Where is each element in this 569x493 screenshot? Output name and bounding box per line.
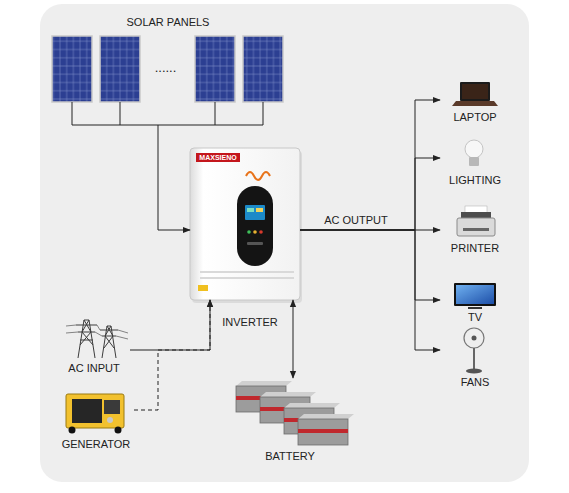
ellipsis-label: ......: [143, 61, 188, 74]
battery-case: [298, 419, 348, 445]
panel-bus: [72, 125, 263, 126]
indicator-led: [259, 230, 263, 234]
connector: [293, 300, 294, 378]
generator-wheel: [115, 427, 122, 434]
inverter-stripe: [200, 277, 294, 279]
fan-base: [466, 369, 482, 374]
edge-label: AC OUTPUT: [316, 214, 396, 227]
node-label: INVERTER: [192, 316, 308, 329]
solar-panel: [52, 36, 92, 102]
background-panel: [40, 4, 529, 482]
inverter-display-panel: [237, 186, 273, 266]
battery: BATTERY: [228, 378, 352, 464]
dashed-connector: [134, 300, 210, 410]
panel-wire: [263, 102, 264, 125]
fan-hub: [472, 336, 477, 341]
bulb-base: [469, 157, 479, 166]
printer-slot: [463, 228, 489, 231]
connector: [300, 100, 440, 230]
button-row: [247, 242, 263, 245]
tv-screen: [456, 285, 494, 304]
laptop-display: [462, 84, 488, 99]
lighting: LIGHTING: [440, 136, 510, 188]
laptop: LAPTOP: [440, 80, 510, 126]
generator-knob: [107, 417, 113, 423]
battery-top: [236, 381, 292, 386]
panel-wire: [120, 102, 121, 125]
inverter-logo-wave: [246, 172, 270, 180]
brand-label: MAXSIENO: [196, 153, 240, 162]
printer: PRINTER: [440, 203, 510, 257]
node-label: LAPTOP: [440, 111, 510, 124]
printer-body: [457, 218, 495, 236]
node-label: PRINTER: [440, 242, 510, 255]
tv: TV: [440, 280, 510, 325]
power-line: [66, 325, 128, 339]
generator-engine: [72, 399, 102, 423]
bulb-glass: [465, 140, 483, 158]
connector: [300, 230, 440, 300]
pylon: [100, 326, 118, 358]
screen-segment: [247, 208, 254, 212]
node-label: BATTERY: [228, 450, 352, 463]
generator-frame: [66, 394, 124, 428]
inverter-screen: [245, 205, 265, 220]
solar-panel: [100, 36, 140, 102]
indicator-led: [247, 230, 251, 234]
node-label: TV: [440, 311, 510, 324]
battery-stripe: [298, 429, 348, 433]
node-label: GENERATOR: [58, 438, 134, 451]
node-label: LIGHTING: [440, 174, 510, 187]
screen-segment: [256, 208, 263, 212]
node-label: AC INPUT: [58, 362, 130, 375]
node-label: FANS: [440, 376, 510, 389]
fan-pole: [473, 348, 475, 370]
connector: [300, 230, 440, 350]
printer-paper: [465, 206, 487, 213]
node-label: SOLAR PANELS: [48, 16, 288, 29]
pylon: [76, 320, 97, 358]
ac-input: AC INPUT: [58, 312, 130, 376]
inverter: MAXSIENOINVERTER: [190, 148, 300, 300]
tv-frame: [454, 283, 496, 306]
battery-top: [284, 403, 340, 408]
laptop-base: [452, 101, 498, 106]
generator-wheel: [69, 427, 76, 434]
fan-guard: [464, 328, 484, 348]
generator: GENERATOR: [58, 388, 134, 450]
battery-top: [260, 392, 316, 397]
generator-panel: [104, 400, 120, 414]
connector: [130, 300, 210, 350]
tv-stand: [468, 307, 482, 309]
panel-wire: [215, 102, 216, 125]
battery-top: [298, 414, 354, 419]
panel-wire: [72, 102, 73, 125]
solar-panel: [243, 36, 283, 102]
connector: [158, 125, 190, 230]
connector: [300, 158, 440, 230]
warning-sticker: [198, 285, 208, 291]
laptop-screen: [460, 82, 490, 101]
inverter-stripe: [200, 271, 294, 273]
solar-panel: [195, 36, 235, 102]
indicator-led: [253, 230, 257, 234]
fans: FANS: [440, 330, 510, 390]
inverter-body: [190, 148, 300, 300]
